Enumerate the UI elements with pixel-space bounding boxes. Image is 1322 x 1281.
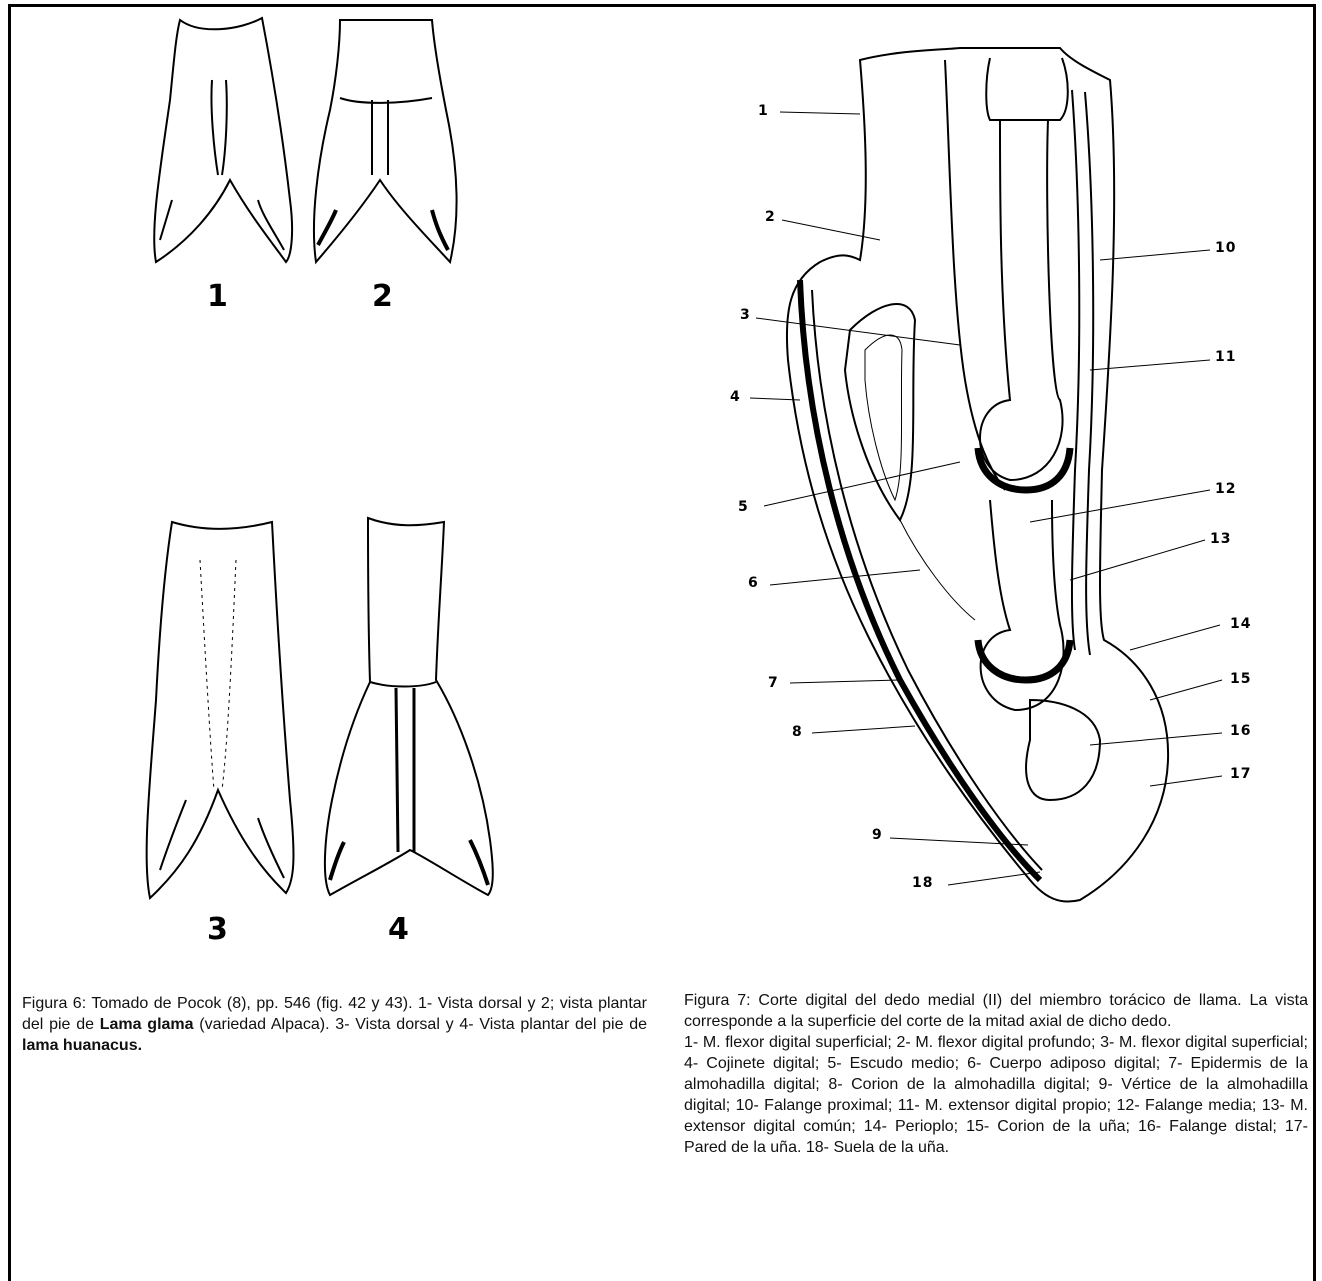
figure-label-3: 3 [207, 915, 228, 945]
diagram-label-17: 17 [1230, 767, 1251, 781]
figure-label-4: 4 [388, 915, 409, 945]
diagram-label-9: 9 [872, 828, 883, 842]
caption-figure-6-species-1: Lama glama [100, 1016, 194, 1033]
leader-lines [750, 112, 1222, 885]
diagram-label-2: 2 [765, 210, 776, 224]
caption-figure-6: Figura 6: Tomado de Pocok (8), pp. 546 (… [22, 993, 647, 1056]
figure-label-2: 2 [372, 282, 393, 312]
foot-3-drawing [147, 522, 294, 898]
diagram-label-6: 6 [748, 576, 759, 590]
diagram-label-10: 10 [1215, 241, 1236, 255]
diagram-label-18: 18 [912, 876, 933, 890]
caption-figure-7-legend: 1- M. flexor digital superficial; 2- M. … [684, 1032, 1308, 1158]
foot-2-drawing [314, 20, 457, 262]
diagram-label-4: 4 [730, 390, 741, 404]
caption-figure-7: Figura 7: Corte digital del dedo medial … [684, 990, 1308, 1158]
digit-section-drawing [787, 48, 1168, 902]
foot-4-drawing [325, 518, 493, 895]
caption-figure-6-part2: (variedad Alpaca). 3- Vista dorsal y 4- … [194, 1016, 647, 1033]
diagram-label-14: 14 [1230, 617, 1251, 631]
figure-label-1: 1 [207, 282, 228, 312]
diagram-label-16: 16 [1230, 724, 1251, 738]
diagram-label-13: 13 [1210, 532, 1231, 546]
diagram-label-12: 12 [1215, 482, 1236, 496]
caption-figure-7-title: Figura 7: Corte digital del dedo medial … [684, 990, 1308, 1032]
diagram-label-15: 15 [1230, 672, 1251, 686]
diagram-label-5: 5 [738, 500, 749, 514]
diagram-label-1: 1 [758, 104, 769, 118]
diagram-label-8: 8 [792, 725, 803, 739]
diagram-label-7: 7 [768, 676, 779, 690]
caption-figure-6-species-2: lama huanacus. [22, 1037, 142, 1054]
diagram-label-11: 11 [1215, 350, 1236, 364]
foot-1-drawing [154, 18, 292, 262]
diagram-label-3: 3 [740, 308, 751, 322]
